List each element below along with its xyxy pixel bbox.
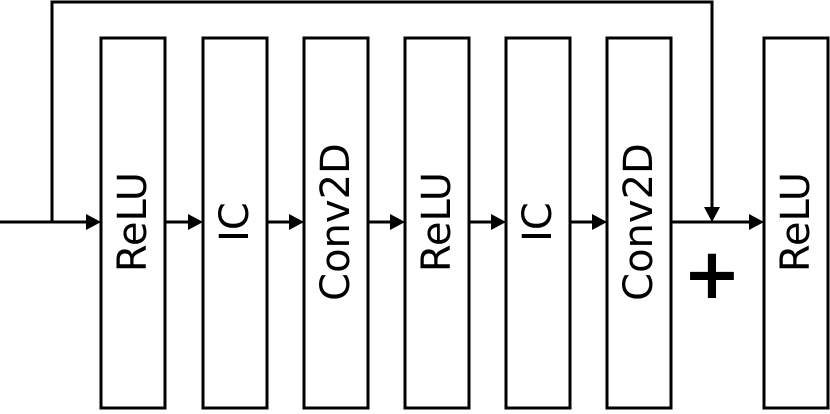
layer-label: Conv2D: [313, 143, 359, 301]
layer-block: IC: [504, 36, 572, 410]
layer-label: ReLU: [110, 172, 156, 272]
arrow: [704, 185, 720, 222]
layer-block: Conv2D: [302, 36, 370, 410]
arrow: [267, 214, 304, 230]
layer-label: IC: [212, 202, 258, 242]
arrow: [570, 214, 607, 230]
arrow: [165, 214, 203, 230]
arrow: [671, 214, 764, 230]
connection-wires: [0, 0, 764, 230]
arrow: [469, 214, 506, 230]
layer-box: [504, 36, 572, 410]
layer-block: IC: [201, 36, 269, 410]
layer-label: IC: [515, 202, 561, 242]
layer-block: ReLU: [99, 36, 167, 410]
arrow: [368, 214, 405, 230]
layer-blocks: ReLU IC Conv2D ReLU IC Conv2D ReLU: [99, 36, 830, 410]
layer-block: ReLU: [762, 36, 830, 410]
add-operator: +: [683, 233, 742, 315]
layer-box: [99, 36, 167, 410]
skip-connection: [50, 0, 714, 222]
layer-box: [762, 36, 830, 410]
layer-box: [201, 36, 269, 410]
layer-label: ReLU: [773, 172, 819, 272]
layer-label: ReLU: [414, 172, 460, 272]
layer-block: ReLU: [403, 36, 471, 410]
layer-label: Conv2D: [616, 143, 662, 301]
arrow: [0, 214, 101, 230]
layer-block: Conv2D: [605, 36, 673, 410]
layer-box: [302, 36, 370, 410]
layer-box: [605, 36, 673, 410]
layer-box: [403, 36, 471, 410]
